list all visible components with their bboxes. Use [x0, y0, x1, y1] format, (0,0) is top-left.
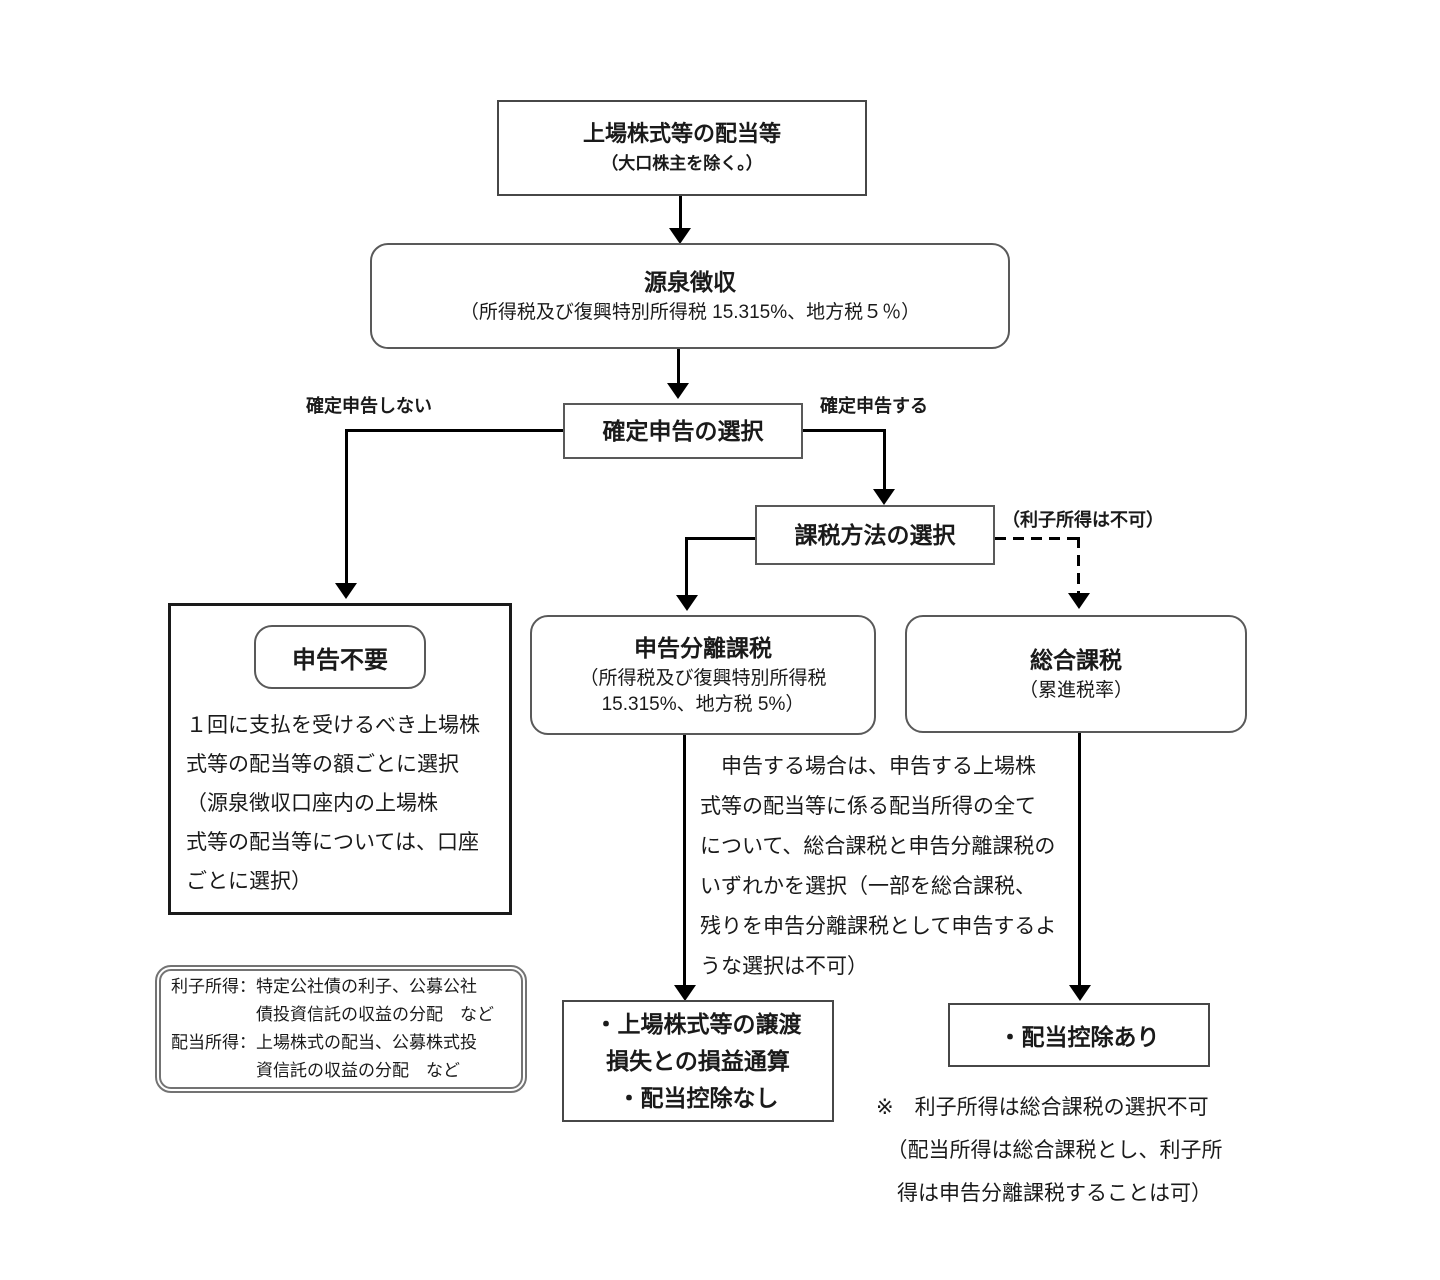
filing-note: 申告する場合は、申告する上場株 式等の配当等に係る配当所得の全て について、総合… — [700, 755, 1057, 978]
separate-result-box: ・上場株式等の譲渡 損失との損益通算 ・配当控除なし — [562, 1000, 834, 1122]
dashed-connector-line — [995, 537, 1080, 540]
separate-tax-subtitle: （所得税及び復興特別所得税 15.315%、地方税 5%） — [579, 667, 827, 715]
filing-decision-box: 確定申告の選択 — [563, 403, 803, 459]
arrow-down-icon — [674, 985, 696, 1001]
footnote: ※ 利子所得は総合課税の選択不可 （配当所得は総合課税とし、利子所 得は申告分離… — [876, 1096, 1223, 1205]
withholding-title: 源泉徴収 — [644, 268, 736, 295]
branch-filing-label: 確定申告する — [820, 396, 928, 416]
interest-not-allowed-label: （利子所得は不可） — [1002, 510, 1164, 530]
connector-line — [1078, 733, 1081, 987]
no-declaration-title: 申告不要 — [292, 646, 388, 674]
arrow-down-icon — [669, 228, 691, 244]
connector-line — [685, 537, 688, 597]
connector-line — [803, 429, 886, 432]
comprehensive-result-label: ・配当控除あり — [998, 1024, 1160, 1050]
connector-line — [677, 349, 680, 385]
withholding-box: 源泉徴収 （所得税及び復興特別所得税 15.315%、地方税５％） — [370, 243, 1010, 349]
method-decision-label: 課税方法の選択 — [794, 522, 956, 548]
no-declaration-box: 申告不要 １回に支払を受けるべき上場株 式等の配当等の額ごとに選択 （源泉徴収口… — [168, 603, 512, 915]
no-declaration-title-box: 申告不要 — [254, 625, 426, 689]
method-decision-box: 課税方法の選択 — [755, 505, 995, 565]
comprehensive-result-box: ・配当控除あり — [948, 1003, 1210, 1067]
connector-line — [685, 537, 755, 540]
comprehensive-tax-title: 総合課税 — [1030, 646, 1122, 673]
separate-tax-title: 申告分離課税 — [634, 634, 772, 661]
comprehensive-tax-box: 総合課税 （累進税率） — [905, 615, 1247, 733]
separate-tax-box: 申告分離課税 （所得税及び復興特別所得税 15.315%、地方税 5%） — [530, 615, 876, 735]
connector-line — [679, 196, 682, 230]
arrow-down-icon — [1068, 593, 1090, 609]
connector-line — [345, 429, 348, 585]
arrow-down-icon — [667, 383, 689, 399]
connector-line — [683, 735, 686, 987]
withholding-subtitle: （所得税及び復興特別所得税 15.315%、地方税５％） — [459, 301, 921, 323]
listed-dividends-subtitle: （大口株主を除く。） — [601, 154, 763, 173]
arrow-down-icon — [335, 583, 357, 599]
listed-dividends-title: 上場株式等の配当等 — [582, 121, 781, 146]
dashed-connector-line — [1077, 537, 1080, 595]
arrow-down-icon — [676, 595, 698, 611]
no-declaration-body: １回に支払を受けるべき上場株 式等の配当等の額ごとに選択 （源泉徴収口座内の上場… — [186, 714, 480, 893]
connector-line — [883, 429, 886, 491]
arrow-down-icon — [873, 489, 895, 505]
connector-line — [345, 429, 563, 432]
arrow-down-icon — [1069, 985, 1091, 1001]
comprehensive-tax-subtitle: （累進税率） — [1018, 679, 1133, 701]
listed-dividends-box: 上場株式等の配当等 （大口株主を除く。） — [497, 100, 867, 196]
glossary-box: 利子所得：特定公社債の利子、公募公社 債投資信託の収益の分配 など 配当所得：上… — [155, 965, 527, 1093]
filing-decision-label: 確定申告の選択 — [602, 418, 764, 444]
branch-no-filing-label: 確定申告しない — [306, 396, 432, 416]
